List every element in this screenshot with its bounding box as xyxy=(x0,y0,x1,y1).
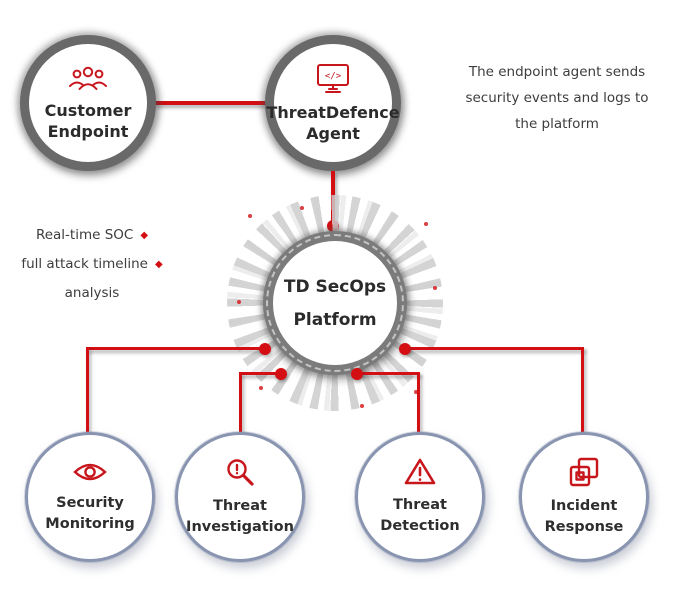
customer-endpoint-label-line2: Endpoint xyxy=(47,121,129,141)
capability-label-line2: Monitoring xyxy=(45,515,135,532)
platform-note-line1: Real-time SOC◆ xyxy=(35,227,149,243)
platform-right-junction-dot xyxy=(399,343,411,355)
connector-platform-to-cap4-v xyxy=(581,347,584,435)
red-speckle xyxy=(424,222,428,226)
red-speckle xyxy=(360,404,364,408)
svg-text:</>: </> xyxy=(325,71,342,81)
customer-endpoint-node: Customer Endpoint xyxy=(20,35,156,171)
warning-triangle-icon xyxy=(404,458,436,485)
platform-label-line2: Platform xyxy=(293,309,377,330)
platform-label-line1: TD SecOps xyxy=(283,276,387,297)
capability-label-line1: Security xyxy=(56,494,124,511)
red-speckle xyxy=(414,390,418,394)
red-speckle xyxy=(433,286,437,290)
red-diamond-marker: ◆ xyxy=(140,230,149,241)
connector-platform-to-cap2-h xyxy=(239,372,283,375)
platform-lower-left-junction-dot xyxy=(275,368,287,380)
connector-platform-to-cap1-v xyxy=(86,347,89,435)
capability-label-line2: Detection xyxy=(380,518,460,534)
agent-note: The endpoint agent sends security events… xyxy=(452,59,662,137)
platform-note-line3: analysis xyxy=(64,285,120,301)
agent-note-line3: the platform xyxy=(515,116,599,132)
red-diamond-marker: ◆ xyxy=(154,259,163,270)
customer-endpoint-label-line1: Customer xyxy=(44,100,132,120)
connector-platform-to-cap3-v xyxy=(417,372,420,435)
overlapping-squares-icon xyxy=(569,457,599,486)
monitor-code-icon: </> xyxy=(317,63,349,93)
red-speckle xyxy=(300,206,304,210)
connector-platform-to-cap2-v xyxy=(239,372,242,435)
agent-note-line2: security events and logs to xyxy=(465,90,649,106)
platform-left-junction-dot xyxy=(259,343,271,355)
connector-endpoint-to-agent xyxy=(154,101,267,105)
agent-label-line1: ThreatDefence xyxy=(266,102,400,122)
threatdefence-agent-node: </> ThreatDefence Agent xyxy=(265,35,401,171)
capability-label-line1: Incident xyxy=(550,497,618,514)
capability-node-incident-response: Incident Response xyxy=(519,432,649,562)
capability-label-line1: Threat xyxy=(213,497,267,514)
capability-label-line2: Response xyxy=(544,518,624,535)
platform-note: Real-time SOC◆ full attack timeline◆ ana… xyxy=(12,221,172,307)
platform-lower-right-junction-dot xyxy=(351,368,363,380)
capability-node-security-monitoring: Security Monitoring xyxy=(25,432,155,562)
red-speckle xyxy=(248,214,252,218)
magnifier-alert-icon xyxy=(227,458,254,486)
connector-platform-to-cap1-h xyxy=(86,347,265,350)
eye-icon xyxy=(73,463,107,480)
platform-note-line2: full attack timeline◆ xyxy=(21,256,163,272)
capability-label-line1: Threat xyxy=(393,497,447,513)
red-speckle xyxy=(237,300,241,304)
agent-label-line2: Agent xyxy=(306,123,360,143)
capability-node-threat-detection: Threat Detection xyxy=(355,432,485,562)
connector-platform-to-cap4-h xyxy=(405,347,584,350)
capability-label-line2: Investigation xyxy=(186,518,294,535)
agent-note-line1: The endpoint agent sends xyxy=(468,64,646,80)
capability-node-threat-investigation: Threat Investigation xyxy=(175,432,305,562)
people-group-icon xyxy=(69,66,107,90)
td-secops-platform-node: TD SecOps Platform xyxy=(263,231,407,375)
connector-platform-to-cap3-h xyxy=(357,372,420,375)
red-speckle xyxy=(259,386,263,390)
